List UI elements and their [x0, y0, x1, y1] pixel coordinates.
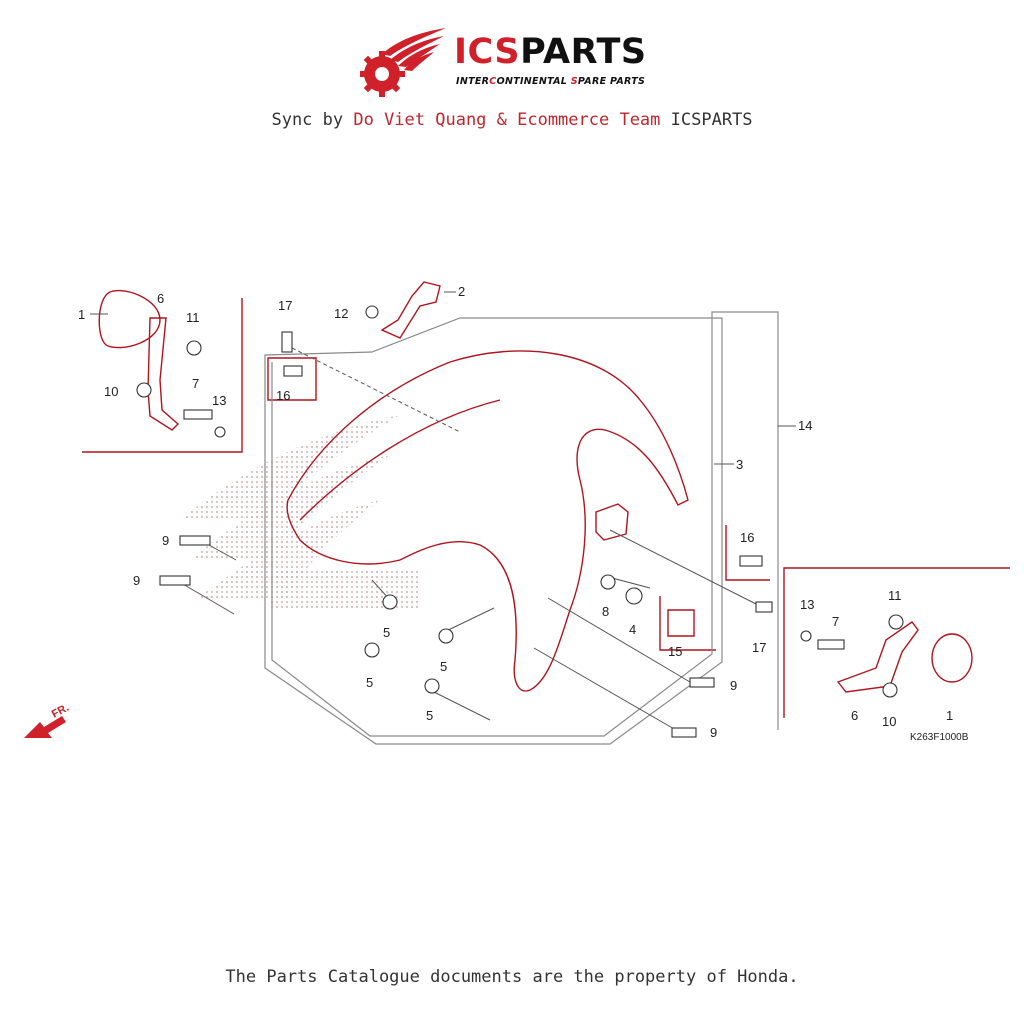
icsparts-logo[interactable]: ICSPARTS INTERCONTINENTAL SPARE PARTS: [360, 26, 670, 98]
cap-1-right: [931, 633, 973, 683]
callout-1: 1: [78, 307, 85, 322]
callout-17: 17: [752, 640, 766, 655]
brand-suffix: PARTS: [520, 32, 647, 72]
callout-5: 5: [383, 625, 390, 640]
callout-8: 8: [602, 604, 609, 619]
nut-10: [882, 682, 898, 698]
callout-17: 17: [278, 298, 292, 313]
grommet-15: [667, 609, 695, 637]
grommet-5: [424, 678, 440, 694]
tagline-part: C: [489, 76, 497, 87]
callout-9: 9: [133, 573, 140, 588]
tagline-part: S: [570, 76, 578, 87]
callout-10: 10: [104, 384, 118, 399]
frame-16-top: [267, 357, 317, 401]
bolt-16: [739, 555, 763, 567]
callout-2: 2: [458, 284, 465, 299]
front-direction-arrow: FR.: [24, 702, 71, 738]
direction-label: FR.: [50, 702, 71, 721]
washer-13: [800, 630, 812, 642]
tagline-part: PARE PARTS: [577, 76, 646, 87]
tagline-part: INTER: [456, 76, 490, 87]
brand-prefix: ICS: [454, 32, 521, 72]
mount-block: [595, 503, 629, 541]
bolt-9: [671, 727, 697, 738]
bolt-7: [183, 409, 213, 420]
callout-6: 6: [851, 708, 858, 723]
callout-5: 5: [426, 708, 433, 723]
brand-tagline: INTERCONTINENTAL SPARE PARTS: [456, 76, 645, 87]
callout-5: 5: [440, 659, 447, 674]
callout-9: 9: [162, 533, 169, 548]
sync-credit: Sync by Do Viet Quang & Ecommerce Team I…: [0, 110, 1024, 130]
callout-7: 7: [832, 614, 839, 629]
callout-16: 16: [276, 388, 290, 403]
callout-labels: 1 1 2 3 4 5 5 5 5 6 6 7 7 8 9 9 9 9 10 1…: [78, 284, 953, 740]
bolt-7: [817, 639, 845, 650]
sync-author: Do Viet Quang & Ecommerce Team: [353, 110, 661, 130]
bolt-9: [159, 575, 191, 586]
callout-1: 1: [946, 708, 953, 723]
callout-14: 14: [798, 418, 812, 433]
callout-12: 12: [334, 306, 348, 321]
callout-5: 5: [366, 675, 373, 690]
bracket-6-right: [836, 621, 919, 693]
grommet-5: [364, 642, 380, 658]
sync-suffix: ICSPARTS: [660, 110, 753, 130]
callout-9: 9: [730, 678, 737, 693]
callout-3: 3: [736, 457, 743, 472]
tagline-part: ONTINENTAL: [496, 76, 571, 87]
fender-assembly-outline-14: [271, 311, 779, 737]
brand-name: ICSPARTS: [454, 32, 647, 72]
leader-lines: [90, 291, 796, 731]
fender-inner-line: [299, 399, 501, 521]
bracket-2: [380, 281, 441, 339]
callout-4: 4: [629, 622, 636, 637]
nut-11: [888, 614, 904, 630]
washer-4: [625, 587, 643, 605]
bolt-17: [755, 601, 773, 613]
front-fender: [286, 350, 689, 692]
frame-16-right: [725, 525, 770, 581]
callout-7: 7: [192, 376, 199, 391]
callout-13: 13: [212, 393, 226, 408]
callout-11: 11: [186, 310, 200, 325]
watermark-logo: [180, 415, 420, 608]
grommet-5: [438, 628, 454, 644]
frame-15: [659, 596, 716, 651]
callout-15: 15: [668, 644, 682, 659]
callout-16: 16: [740, 530, 754, 545]
nut-10: [136, 382, 152, 398]
washer-13: [214, 426, 226, 438]
bolt-16: [283, 365, 303, 377]
bracket-6-left: [147, 317, 180, 431]
footer-notice: The Parts Catalogue documents are the pr…: [225, 967, 799, 987]
callout-11: 11: [888, 588, 902, 603]
fender-assembly-outline: [264, 317, 723, 745]
left-inset-frame: [82, 298, 243, 453]
right-inset-frame: [783, 567, 1010, 718]
wing-gear-icon: [360, 28, 446, 97]
figure-code: K263F1000B: [910, 732, 969, 743]
small-parts: [136, 305, 904, 738]
bolt-17: [281, 331, 293, 353]
grommet-5: [382, 594, 398, 610]
callout-13: 13: [800, 597, 814, 612]
nut-11: [186, 340, 202, 356]
sync-prefix: Sync by: [271, 110, 354, 130]
bolt-9: [179, 535, 211, 546]
callout-10: 10: [882, 714, 896, 729]
bolt-9: [689, 677, 715, 688]
collar-8: [600, 574, 616, 590]
nut-12: [365, 305, 379, 319]
page-header: ICSPARTS INTERCONTINENTAL SPARE PARTS Sy…: [0, 20, 1024, 140]
cap-1-left: [98, 290, 161, 349]
callout-9: 9: [710, 725, 717, 740]
callout-6: 6: [157, 291, 164, 306]
